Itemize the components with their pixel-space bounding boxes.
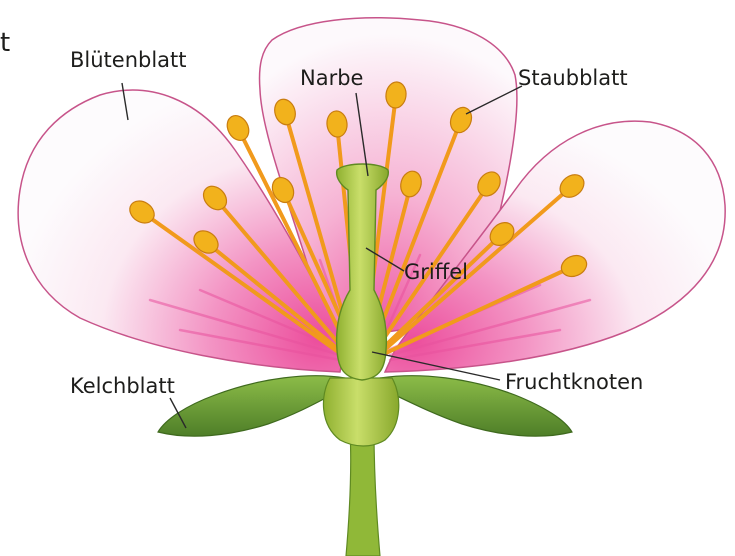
label-stamen: Staubblatt: [518, 68, 628, 89]
label-stigma: Narbe: [300, 68, 363, 89]
edge-text-fragment: t: [0, 30, 10, 56]
label-style: Griffel: [404, 262, 468, 283]
receptacle: [323, 378, 398, 446]
stem: [346, 430, 380, 556]
label-petal: Blütenblatt: [70, 50, 187, 71]
label-ovary: Fruchtknoten: [505, 372, 643, 393]
label-sepal: Kelchblatt: [70, 376, 175, 397]
